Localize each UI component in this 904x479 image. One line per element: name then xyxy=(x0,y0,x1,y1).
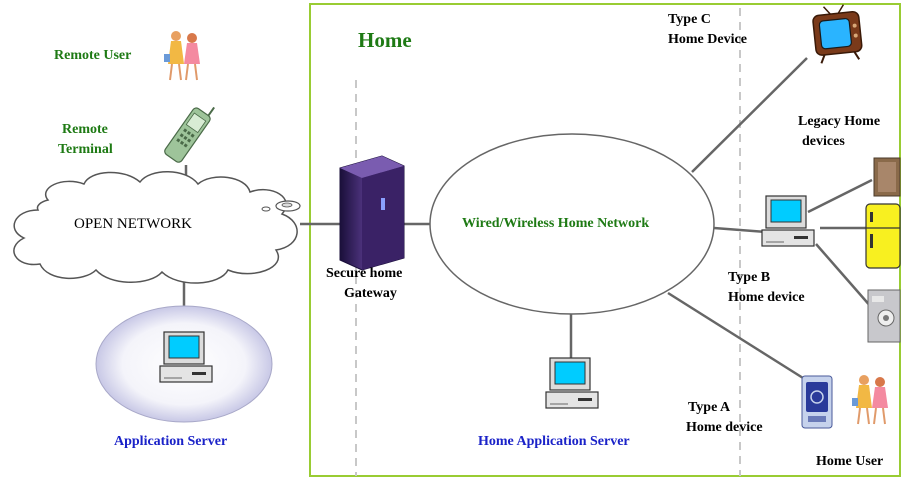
open-network-label: OPEN NETWORK xyxy=(74,216,192,232)
remote-terminal-phone-icon xyxy=(164,106,215,163)
type-b-label-line1: Type B xyxy=(728,270,771,285)
remote-terminal-label-line2: Terminal xyxy=(58,142,113,157)
remote-terminal-label-line1: Remote xyxy=(62,122,108,137)
type-b-to-legacy-bottom-line xyxy=(815,243,873,309)
gateway-label-line1: Secure home xyxy=(326,266,403,281)
home-application-server-label: Home Application Server xyxy=(478,434,630,449)
home-network-ellipse xyxy=(429,133,715,315)
network-to-type-a-line xyxy=(667,291,804,380)
legacy-refrigerator-device-icon xyxy=(865,203,901,269)
legacy-devices-label-line2: devices xyxy=(802,134,845,149)
application-server-computer-icon xyxy=(159,331,213,383)
legacy-devices-label-line1: Legacy Home xyxy=(798,114,881,129)
type-c-label-line1: Type C xyxy=(668,12,711,27)
home-title: Home xyxy=(358,28,412,52)
open-network-cloud xyxy=(13,171,301,284)
type-c-home-device-tv-icon xyxy=(812,4,863,64)
type-c-label-line2: Home Device xyxy=(668,32,747,47)
network-to-type-b-line xyxy=(713,226,767,234)
type-a-home-device-icon xyxy=(801,375,833,429)
remote-user-label: Remote User xyxy=(54,48,132,63)
home-application-server-computer-icon xyxy=(545,357,599,409)
type-a-label-line1: Type A xyxy=(688,400,731,415)
type-b-home-device-computer-icon xyxy=(761,195,815,247)
home-network-label: Wired/Wireless Home Network xyxy=(462,216,650,231)
legacy-washer-device-icon xyxy=(867,289,901,343)
application-server-label: Application Server xyxy=(114,434,228,449)
connection-lines xyxy=(182,57,873,380)
secure-home-gateway-icon xyxy=(339,155,405,271)
type-a-label-line2: Home device xyxy=(686,420,763,435)
remote-user-icon xyxy=(164,31,200,81)
type-b-to-legacy-top-line xyxy=(807,178,873,214)
gateway-label-line2: Gateway xyxy=(344,286,397,301)
home-user-icon xyxy=(852,375,888,425)
legacy-door-device-icon xyxy=(873,157,901,197)
home-user-label: Home User xyxy=(816,454,884,469)
network-to-type-c-line xyxy=(691,57,808,173)
type-b-label-line2: Home device xyxy=(728,290,805,305)
